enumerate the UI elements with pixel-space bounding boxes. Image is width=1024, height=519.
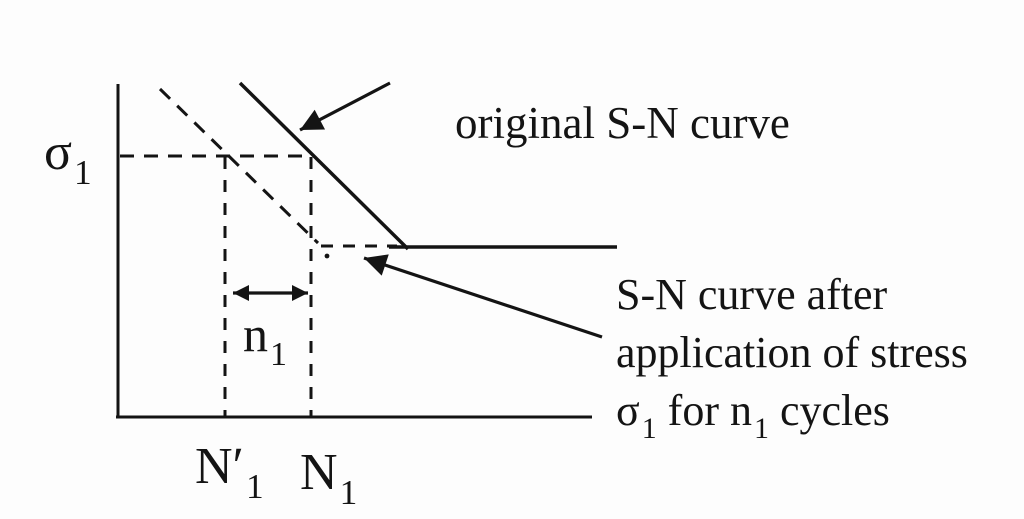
- nbig-base: N: [300, 444, 338, 501]
- line3-mid: for n: [656, 386, 752, 435]
- annotation-original-curve: original S-N curve: [455, 98, 790, 148]
- annotation-shifted-line3: σ1 for n1 cycles: [616, 382, 968, 445]
- shifted-curve-sloped-segment: [158, 87, 320, 245]
- shifted-curve-knee-dot: [324, 253, 330, 259]
- sigma-subscript: 1: [74, 151, 92, 192]
- x-tick-label-n1: N1: [300, 444, 357, 510]
- annotation-shifted-curve: S-N curve after application of stress σ1…: [616, 266, 968, 445]
- x-tick-label-nprime1: N′1: [195, 438, 264, 504]
- nprime-subscript: 1: [245, 465, 264, 506]
- annotation-shifted-line2: application of stress: [616, 328, 968, 377]
- nbig-subscript: 1: [339, 471, 358, 512]
- sigma-base: σ: [44, 124, 73, 181]
- arrow-to-shifted-curve: [363, 254, 603, 339]
- line3-sigma: σ: [616, 386, 640, 435]
- line3-n-subscript: 1: [753, 411, 769, 445]
- line3-sigma-subscript: 1: [641, 411, 657, 445]
- nprime-base: N′: [195, 438, 244, 495]
- annotation-shifted-line1: S-N curve after: [616, 270, 888, 319]
- line3-end: cycles: [768, 386, 890, 435]
- original-curve-sloped-segment: [238, 81, 410, 251]
- arrow-to-original-curve: [299, 81, 391, 132]
- n1-subscript: 1: [270, 336, 287, 374]
- n1-base: n: [243, 306, 268, 362]
- y-axis-label-sigma1: σ1: [44, 124, 92, 190]
- interval-label-n1: n1: [243, 306, 287, 373]
